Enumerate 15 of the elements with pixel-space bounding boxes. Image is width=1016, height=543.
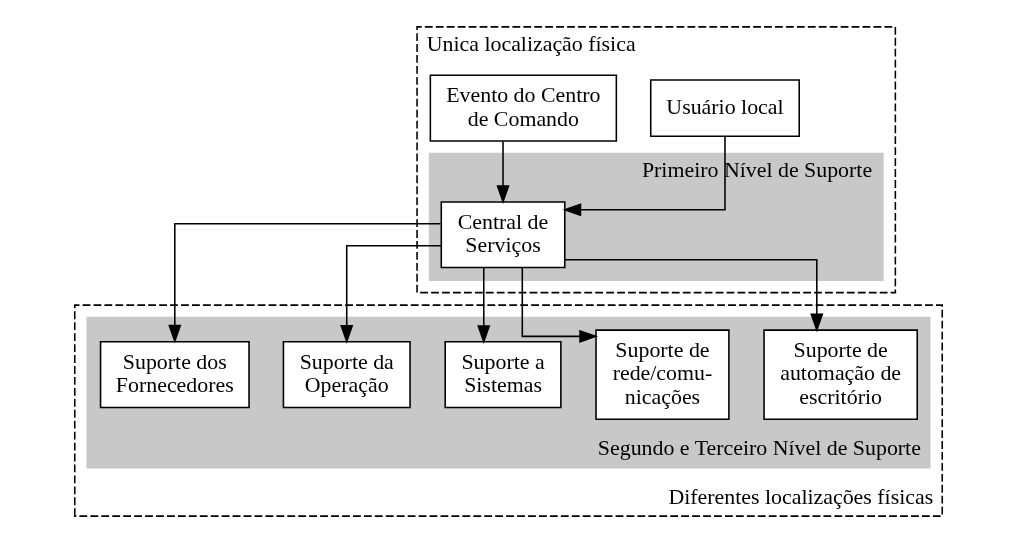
arrow	[563, 259, 823, 333]
arrow	[495, 140, 510, 205]
node-box: Suporte de automação de escritório	[762, 329, 918, 420]
node-box: Suporte a Sistemas	[443, 341, 562, 409]
arrow	[562, 135, 726, 217]
arrow	[339, 244, 442, 344]
node-box: Central de Serviços	[440, 201, 566, 269]
arrow	[167, 223, 441, 344]
node-box: Usuário local	[649, 79, 800, 138]
arrow	[476, 267, 490, 345]
node-box: Suporte de rede/comu- nicações	[594, 329, 730, 420]
node-box: Suporte da Operação	[282, 341, 411, 409]
node-box: Suporte dos Fornecedores	[99, 341, 250, 409]
arrow	[521, 267, 598, 343]
node-box: Evento do Centro de Comando	[429, 74, 617, 142]
